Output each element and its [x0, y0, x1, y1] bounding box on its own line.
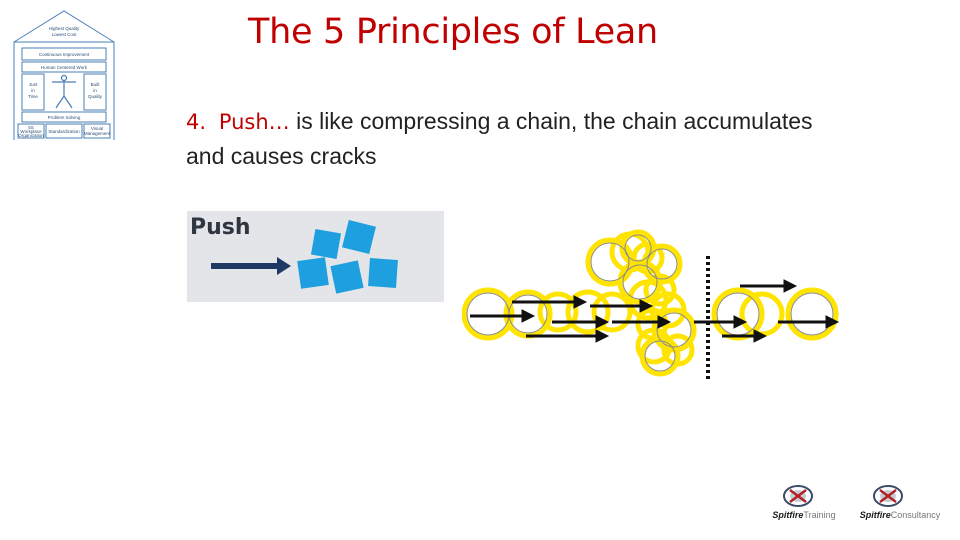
house-roof-line-2: Lowest Cost: [52, 32, 78, 37]
logo-brand: Spitfire: [859, 510, 891, 520]
work-item-squares-icon: [297, 220, 398, 294]
push-illustration: Push: [187, 211, 444, 302]
push-arrow-icon: [211, 257, 291, 275]
person-figure-icon: [52, 74, 76, 109]
spitfire-consultancy-logo: SpitfireConsultancy: [856, 484, 944, 524]
principle-description: is like compressing a chain, the chain a…: [186, 108, 813, 169]
principle-keyword: Push…: [218, 110, 290, 134]
house-foundation-right-2: Management: [84, 131, 111, 136]
house-pillar-right-1: Built: [91, 82, 101, 87]
house-pillar-left-3: Time: [28, 94, 38, 99]
lean-house-diagram: Highest Quality Lowest Cost Continuous I…: [13, 10, 115, 140]
house-foundation-left-1: 5S: [28, 125, 34, 130]
spitfire-emblem-icon: [783, 485, 813, 507]
footer-logos: SpitfireTraining SpitfireConsultancy: [760, 484, 960, 524]
logo-suffix: Training: [803, 510, 836, 520]
compressed-chain-illustration: [462, 229, 840, 380]
house-foundation-left-3: Organization: [18, 133, 44, 138]
house-pillar-right-2: in: [93, 88, 97, 93]
house-foundation-left-2: Workplace: [20, 129, 42, 134]
house-foundation-mid: Standardization: [48, 129, 80, 134]
logo-brand: Spitfire: [772, 510, 804, 520]
house-band-human-centered: Human Centered Work: [41, 65, 88, 70]
spitfire-emblem-icon: [873, 485, 903, 507]
logo-suffix: Consultancy: [890, 510, 941, 520]
house-foundation-right-1: Visual: [91, 126, 103, 131]
house-pillar-left-1: Just: [29, 82, 38, 87]
house-pillar-right-3: Quality: [88, 94, 103, 99]
push-label: Push: [190, 215, 251, 240]
chain-arrows-icon: [470, 279, 840, 343]
house-band-continuous-improvement: Continuous Improvement: [39, 52, 90, 57]
house-foundation-problem-solving: Problem Solving: [48, 115, 81, 120]
spitfire-training-logo: SpitfireTraining: [760, 484, 848, 524]
house-roof-line-1: Highest Quality: [49, 26, 80, 31]
principle-number: 4.: [186, 110, 207, 134]
page-title: The 5 Principles of Lean: [248, 12, 658, 52]
house-pillar-left-2: in: [31, 88, 35, 93]
principle-4-text: 4. Push… is like compressing a chain, th…: [186, 104, 826, 173]
